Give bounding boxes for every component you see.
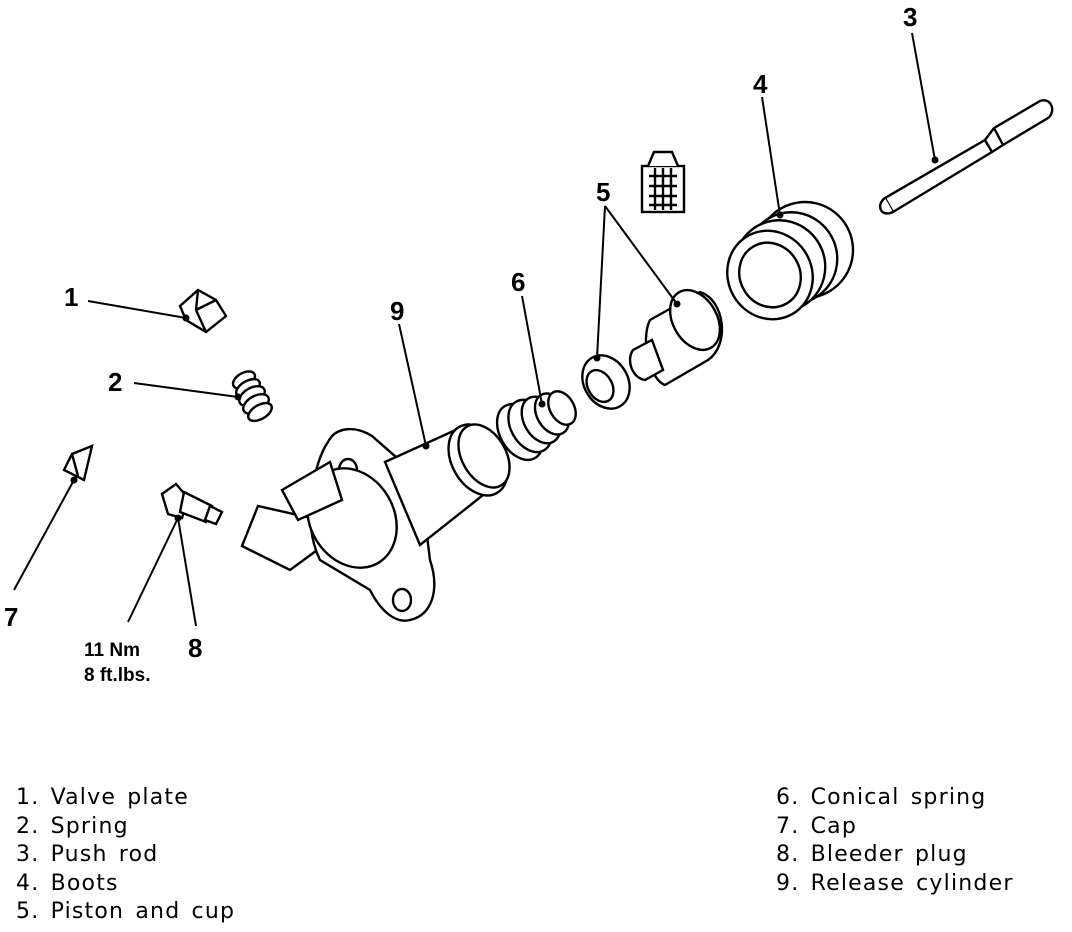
piston-cup [581, 354, 631, 410]
callout-4: 4 [753, 69, 768, 99]
legend-item: 9. Release cylinder [776, 870, 1014, 896]
piston [628, 288, 724, 387]
leader-lines [13, 32, 939, 627]
legend-left: 1. Valve plate 2. Spring 3. Push rod 4. … [16, 784, 235, 927]
cap [62, 444, 94, 482]
legend-item: 6. Conical spring [776, 785, 987, 810]
callout-2: 2 [108, 367, 122, 397]
valve-plate [178, 288, 228, 334]
bleeder-plug [160, 482, 224, 526]
legend-item: 1. Valve plate [16, 785, 189, 810]
legend-item: 8. Bleeder plug [776, 842, 968, 867]
legend-item: 2. Spring [16, 813, 129, 839]
callout-3: 3 [903, 2, 917, 32]
exploded-view-diagram: 1 2 3 4 5 6 7 8 9 11 Nm 8 ft.lbs. [4, 2, 1054, 686]
callout-5: 5 [596, 177, 610, 207]
legend-right: 6. Conical spring 7. Cap 8. Bleeder plug… [776, 784, 1014, 898]
spring [231, 370, 273, 423]
callout-1: 1 [64, 282, 78, 312]
legend-item: 7. Cap [776, 813, 857, 839]
fluid-reservoir-icon [640, 150, 686, 214]
legend-item: 4. Boots [16, 870, 119, 896]
legend-item: 3. Push rod [16, 842, 159, 867]
push-rod [878, 99, 1054, 215]
callout-9: 9 [390, 296, 404, 326]
torque-ftlbs: 8 ft.lbs. [84, 665, 151, 686]
callout-7: 7 [4, 602, 18, 632]
boots [726, 200, 855, 321]
torque-nm: 11 Nm [84, 640, 140, 661]
callout-8: 8 [188, 633, 202, 663]
legend-item: 5. Piston and cup [16, 899, 236, 924]
release-cylinder [240, 423, 511, 622]
callout-6: 6 [511, 267, 525, 297]
